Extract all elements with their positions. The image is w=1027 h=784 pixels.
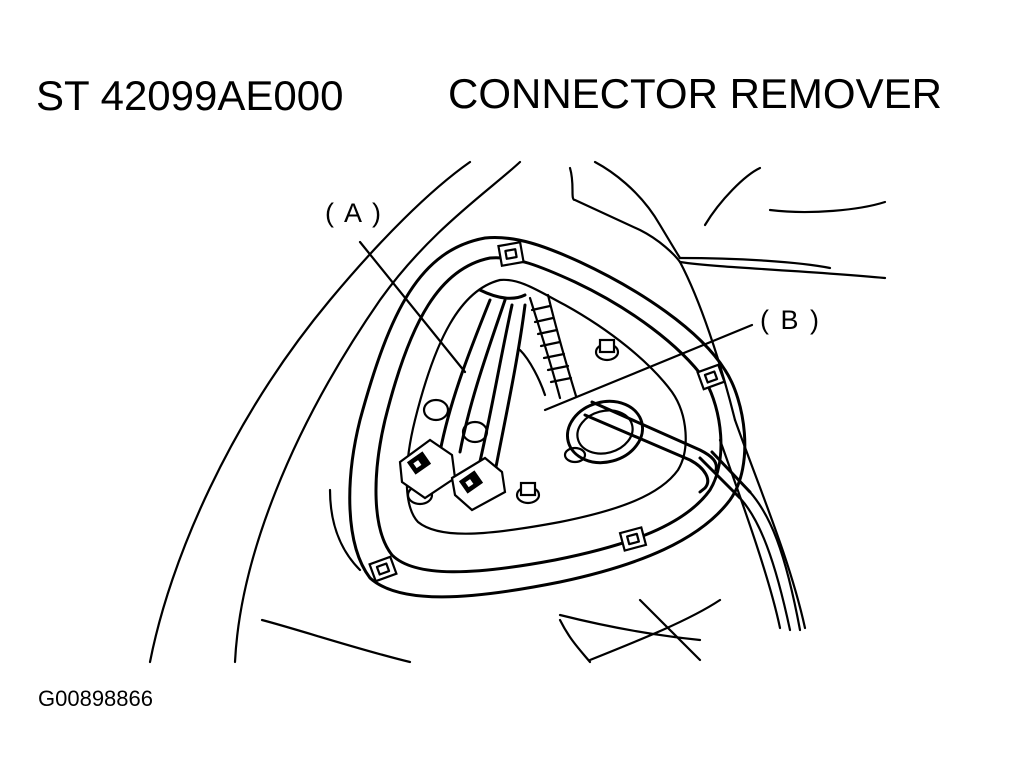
harness-lines xyxy=(438,288,547,474)
callout-b: ( B ) xyxy=(760,305,821,335)
leader-lines xyxy=(358,240,754,412)
special-tool-name: CONNECTOR REMOVER xyxy=(448,70,942,117)
pump-studs xyxy=(406,338,620,506)
special-tool-number: ST 42099AE000 xyxy=(36,72,344,119)
figure-id: G00898866 xyxy=(38,686,153,711)
callout-a: ( A ) xyxy=(325,198,384,228)
corrugated-tube xyxy=(528,293,578,400)
connector-housings xyxy=(398,438,507,512)
service-hole-rim xyxy=(348,236,747,599)
rim-bolts xyxy=(368,240,726,583)
connector-remover-tool xyxy=(565,399,802,632)
body-panel-outline xyxy=(148,160,887,664)
